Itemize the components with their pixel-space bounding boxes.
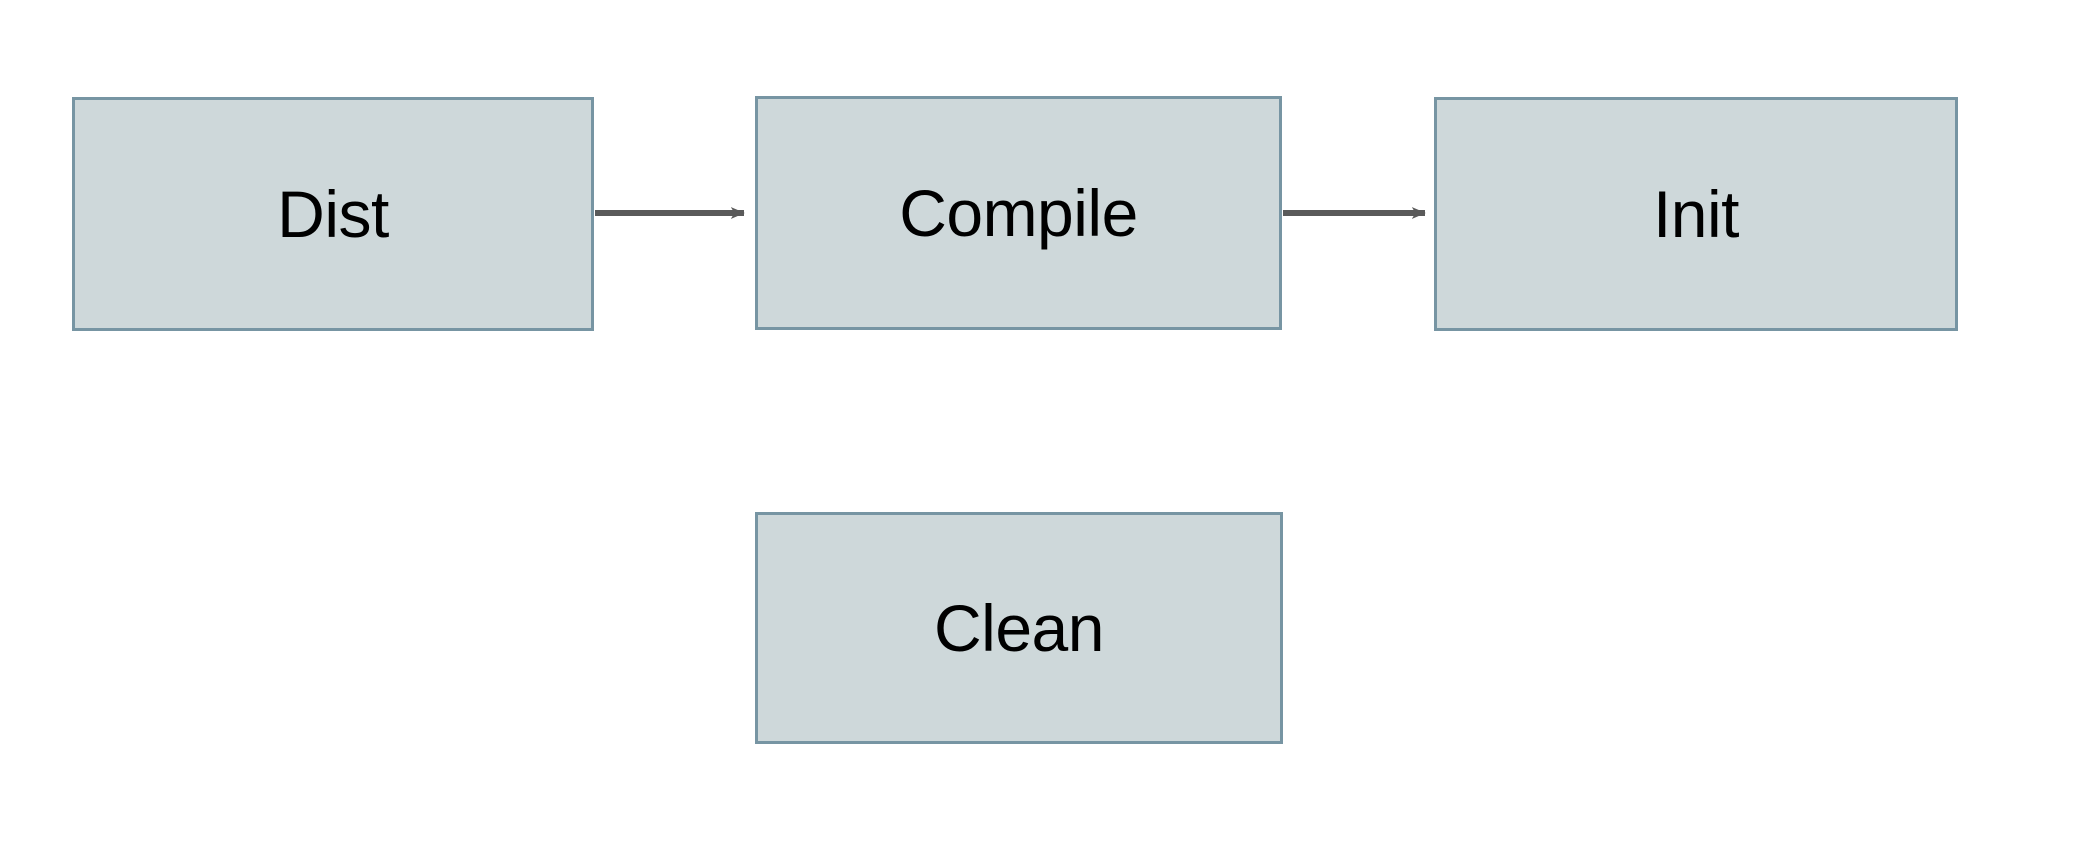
node-dist-label: Dist xyxy=(277,177,389,251)
node-init-label: Init xyxy=(1652,177,1740,251)
node-clean-label: Clean xyxy=(934,591,1104,665)
node-compile-label: Compile xyxy=(899,176,1138,250)
node-init[interactable]: Init xyxy=(1434,97,1958,331)
node-clean[interactable]: Clean xyxy=(755,512,1283,744)
node-compile[interactable]: Compile xyxy=(755,96,1282,330)
node-dist[interactable]: Dist xyxy=(72,97,594,331)
